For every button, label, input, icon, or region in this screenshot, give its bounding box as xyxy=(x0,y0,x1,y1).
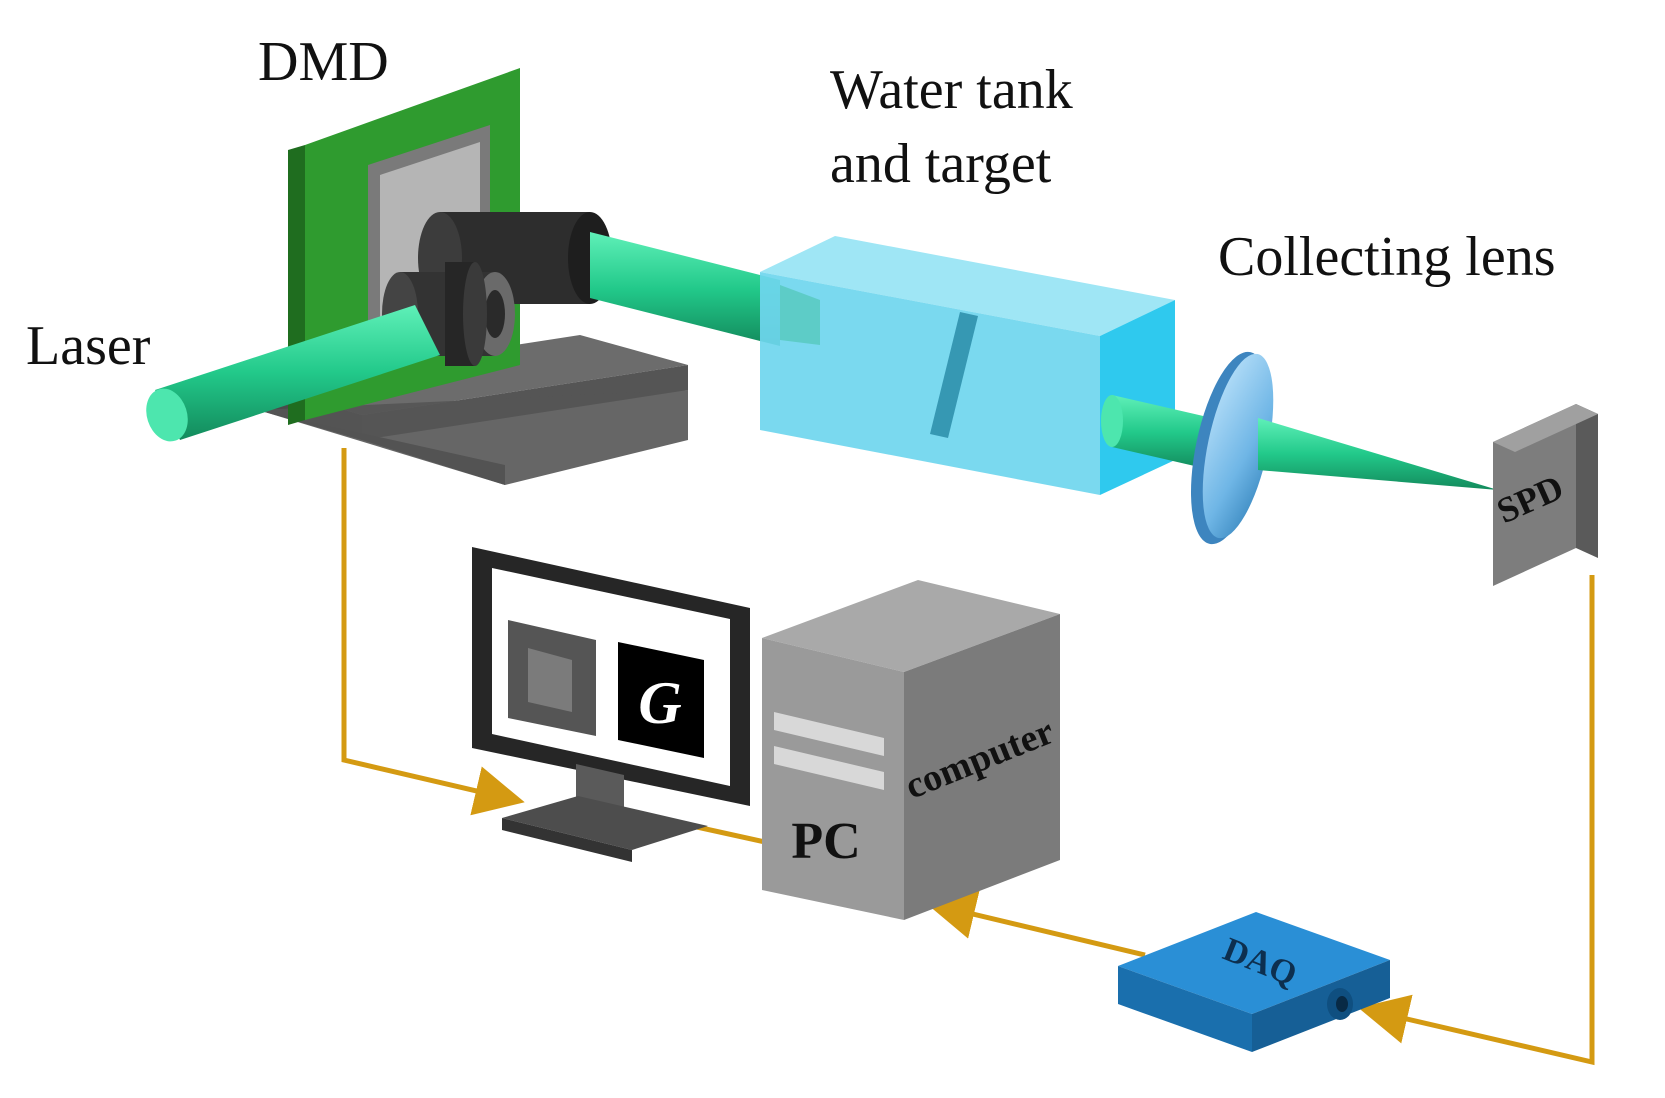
daq-top xyxy=(1118,912,1390,1014)
pc-tower: PC computer xyxy=(762,580,1060,920)
daq-device: DAQ xyxy=(1118,912,1390,1052)
screen-image-reconstruction-detail xyxy=(528,648,572,712)
label-collecting-lens: Collecting lens xyxy=(1218,226,1556,288)
daq-front xyxy=(1118,966,1252,1052)
beam-lens-to-spd xyxy=(1258,418,1498,490)
water-tank-top xyxy=(760,236,1175,336)
lens-collar-face xyxy=(463,262,487,366)
label-dmd: DMD xyxy=(258,31,389,93)
label-water-tank-line1: Water tank xyxy=(830,59,1073,121)
daq-connector-hole xyxy=(1336,996,1348,1012)
cable-spd-to-daq xyxy=(1358,575,1595,1066)
beam-tank-exit-face xyxy=(1101,395,1123,447)
screen-glyph: G xyxy=(638,670,681,736)
spd-detector: SPD xyxy=(1491,404,1598,586)
beam-dmd-to-tank xyxy=(590,232,780,346)
screen-image-target-g xyxy=(618,642,704,758)
daq-side xyxy=(1252,960,1390,1052)
pc-front xyxy=(762,638,904,920)
cable-daq-to-pc xyxy=(925,889,1146,958)
monitor-foot-top xyxy=(502,796,708,850)
cables xyxy=(341,448,1595,1066)
dmd-base-slab xyxy=(258,390,688,485)
collecting-lens-face xyxy=(1202,353,1274,539)
water-tank-front xyxy=(760,272,1100,495)
beam-tank-to-lens xyxy=(1112,395,1212,470)
lens-tube-front-hole xyxy=(485,290,505,338)
pc-label: PC xyxy=(791,813,860,870)
laser-beam-body xyxy=(155,305,440,440)
label-laser: Laser xyxy=(26,315,151,377)
spd-side xyxy=(1576,404,1598,558)
laser-beam-input xyxy=(146,305,440,442)
pc-drive-bay-2 xyxy=(774,746,884,790)
cable-dmd-to-monitor xyxy=(341,448,525,816)
water-tank xyxy=(760,236,1175,495)
pc-drive-bay-1 xyxy=(774,712,884,756)
spd-top xyxy=(1493,404,1598,452)
monitor-foot-front xyxy=(502,818,632,862)
laser-beam-end-cap xyxy=(146,388,188,442)
monitor: G xyxy=(472,547,750,862)
collecting-lens xyxy=(1190,351,1274,545)
target-plate xyxy=(930,312,978,438)
beam-in-tank xyxy=(780,285,820,345)
pc-top xyxy=(762,580,1060,672)
label-water-tank-line2: and target xyxy=(830,133,1052,195)
pc-side xyxy=(904,614,1060,920)
